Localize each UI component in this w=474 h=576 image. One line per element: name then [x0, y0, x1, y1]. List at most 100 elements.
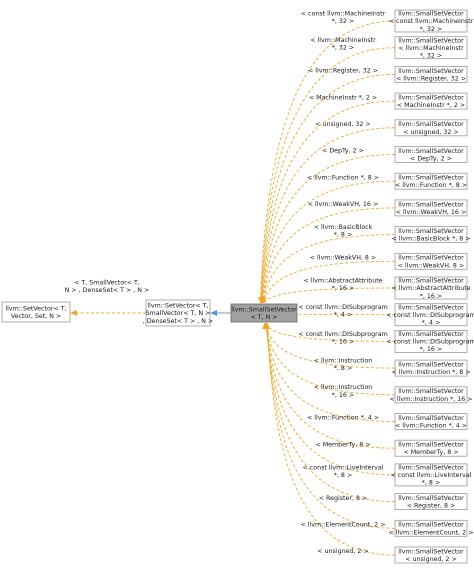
- instance-node-label-line: *, 4 >: [422, 320, 440, 327]
- edge-label-line: < llvm::Register, 32 >: [308, 68, 378, 75]
- instance-node[interactable]: llvm::SmallSetVector< llvm::Function *, …: [394, 413, 468, 430]
- instance-node-label-line: llvm::SmallSetVector: [398, 495, 464, 502]
- edge-label-line: *, 32 >: [332, 18, 354, 25]
- edge-label-line: *, 16 >: [332, 392, 354, 399]
- instance-node[interactable]: llvm::SmallSetVector< llvm::WeakVH, 16 >: [394, 199, 468, 217]
- instance-node-label-line: < const llvm::DISubprogram: [386, 339, 474, 346]
- instance-node[interactable]: llvm::SmallSetVector< const llvm::Machin…: [389, 9, 474, 33]
- instance-node[interactable]: llvm::SmallSetVector< unsigned, 2 >: [394, 546, 468, 564]
- instance-node[interactable]: llvm::SmallSetVector< unsigned, 32 >: [394, 119, 468, 137]
- edge-label: < llvm::BasicBlock*, 8 >: [314, 224, 373, 239]
- edge-label-line: < T, SmallVector< T,: [74, 279, 140, 286]
- instance-node-label-line: llvm::SmallSetVector: [398, 255, 464, 262]
- edge-label: < llvm::Instruction*, 16 >: [314, 384, 373, 399]
- template-instance-arrowhead: [265, 323, 270, 329]
- instance-node-label-line: llvm::SmallSetVector: [398, 522, 464, 529]
- edge-label-line: < MemberTy, 8 >: [315, 441, 370, 448]
- edge-label-line: < const llvm::LiveInterval: [303, 464, 384, 471]
- base-node-setvector-smallvector-label-line: llvm::SetVector< T,: [147, 303, 208, 310]
- instance-node-label-line: < llvm::Instruction *, 8 >: [391, 369, 470, 376]
- edge-label-line: < const llvm::DISubprogram: [298, 331, 388, 338]
- edge-label: < unsigned, 2 >: [317, 548, 368, 555]
- instance-node-label-line: llvm::SmallSetVector: [398, 465, 464, 472]
- instance-node[interactable]: llvm::SmallSetVector< const llvm::DISubp…: [386, 329, 474, 353]
- base-node-setvector-generic[interactable]: llvm::SetVector< T,Vector, Set, N >: [1, 301, 71, 323]
- template-instance-edge: [262, 234, 396, 304]
- edge-label: < unsigned, 32 >: [315, 121, 370, 128]
- edge-label-line: < DepTy, 2 >: [322, 148, 364, 155]
- edge-label-line: < llvm::Function *, 8 >: [307, 174, 379, 181]
- instance-node-box: [394, 119, 468, 137]
- instance-node-box: [394, 9, 468, 33]
- base-node-setvector-generic-box: [1, 301, 71, 323]
- instance-node-label-line: llvm::SmallSetVector: [398, 548, 464, 555]
- instance-node[interactable]: llvm::SmallSetVector< llvm::Register, 32…: [394, 66, 468, 83]
- instance-node-label-line: < llvm::BasicBlock *, 8 >: [391, 236, 470, 243]
- template-arrowhead: [70, 310, 77, 316]
- instance-node-label-line: *, 32 >: [420, 26, 442, 33]
- instance-node[interactable]: llvm::SmallSetVector< llvm::BasicBlock *…: [391, 226, 471, 244]
- instance-node-label-line: < MemberTy, 8 >: [403, 449, 458, 456]
- edge-label: < const llvm::MachineInstr*, 32 >: [301, 10, 386, 25]
- instance-node[interactable]: llvm::SmallSetVector< llvm::ElementCount…: [389, 519, 474, 537]
- instance-node[interactable]: llvm::SmallSetVector< MemberTy, 8 >: [394, 439, 468, 457]
- edge-label: < llvm::Function *, 8 >: [307, 174, 379, 181]
- instance-node-box: [394, 172, 468, 190]
- instance-node[interactable]: llvm::SmallSetVector< llvm::Instruction …: [389, 386, 473, 404]
- template-instance-edge: [263, 260, 396, 304]
- template-instance-edge: [260, 73, 396, 304]
- base-node-setvector-generic-label-line: Vector, Set, N >: [11, 313, 61, 320]
- instance-node-label-line: llvm::SmallSetVector: [398, 362, 464, 369]
- instance-node-box: [394, 519, 468, 537]
- instance-node[interactable]: llvm::SmallSetVector< const llvm::DISubp…: [386, 303, 474, 327]
- instance-node[interactable]: llvm::SmallSetVector< Register, 8 >: [394, 493, 468, 511]
- instance-node-box: [394, 439, 468, 457]
- edge-label-line: N > , DenseSet< T > , N >: [65, 287, 150, 294]
- template-instance-edge: [261, 100, 396, 304]
- instance-node-box: [394, 463, 468, 487]
- edge-label-line: < const llvm::MachineInstr: [301, 10, 386, 17]
- template-instance-edge: [263, 287, 396, 304]
- edge-label-line: < llvm::BasicBlock: [314, 224, 373, 231]
- instance-node[interactable]: llvm::SmallSetVector< DepTy, 2 >: [394, 146, 468, 163]
- edge-label-line: < llvm::WeakVH, 16 >: [308, 201, 378, 208]
- edge-label: < llvm::Register, 32 >: [308, 68, 378, 75]
- edge-label: < MachineInstr *, 2 >: [309, 94, 377, 101]
- instance-node-label-line: < unsigned, 2 >: [405, 556, 456, 563]
- edge-label-line: < llvm::MachineInstr: [310, 37, 376, 44]
- edge-label: < const llvm::DISubprogram*, 4 >: [298, 304, 388, 319]
- template-instance-edge: [266, 322, 396, 476]
- instance-node[interactable]: llvm::SmallSetVector< MachineInstr *, 2 …: [394, 92, 468, 110]
- instance-node[interactable]: llvm::SmallSetVector< llvm::MachineInstr…: [394, 36, 468, 60]
- instance-node[interactable]: llvm::SmallSetVector< llvm::AbstractAttr…: [391, 276, 471, 300]
- edge-label-line: < llvm::ElementCount, 2 >: [301, 522, 386, 529]
- template-instance-edge: [262, 207, 396, 304]
- instance-node[interactable]: llvm::SmallSetVector< const llvm::LiveIn…: [391, 463, 472, 487]
- focus-node-smallsetvector[interactable]: llvm::SmallSetVector< T, N >: [230, 303, 298, 323]
- instance-node[interactable]: llvm::SmallSetVector< llvm::WeakVH, 8 >: [394, 252, 468, 270]
- base-node-setvector-smallvector-label-line: , DenseSet< T > , N >: [143, 318, 214, 325]
- instance-node-label-line: llvm::SmallSetVector: [398, 11, 464, 18]
- instance-node-label-line: llvm::SmallSetVector: [398, 304, 464, 311]
- template-instance-edge: [265, 322, 396, 449]
- instance-node-box: [394, 92, 468, 110]
- instance-node-box: [394, 359, 468, 377]
- instance-node-label-line: < unsigned, 32 >: [403, 129, 458, 136]
- instance-node-label-line: < llvm::Function *, 4 >: [395, 423, 467, 430]
- graph-nodes: llvm::SetVector< T,SmallVector< T, N >, …: [1, 9, 474, 564]
- base-node-setvector-smallvector[interactable]: llvm::SetVector< T,SmallVector< T, N >, …: [143, 299, 214, 327]
- instance-node[interactable]: llvm::SmallSetVector< llvm::Function *, …: [394, 172, 468, 190]
- instance-node-box: [394, 303, 468, 327]
- edge-label-line: *, 4 >: [334, 312, 352, 319]
- instance-node[interactable]: llvm::SmallSetVector< llvm::Instruction …: [391, 359, 471, 377]
- instance-node-label-line: < MachineInstr *, 2 >: [397, 102, 465, 109]
- edge-label-line: *, 16 >: [332, 338, 354, 345]
- instance-node-box: [394, 386, 468, 404]
- instance-node-label-line: < llvm::WeakVH, 8 >: [398, 262, 464, 269]
- edge-label-line: < llvm::Function *, 4 >: [307, 415, 379, 422]
- edge-label-line: *, 16 >: [332, 285, 354, 292]
- edge-label-line: *, 8 >: [334, 232, 352, 239]
- edge-label: < DepTy, 2 >: [322, 148, 364, 155]
- template-instance-edge: [266, 322, 396, 503]
